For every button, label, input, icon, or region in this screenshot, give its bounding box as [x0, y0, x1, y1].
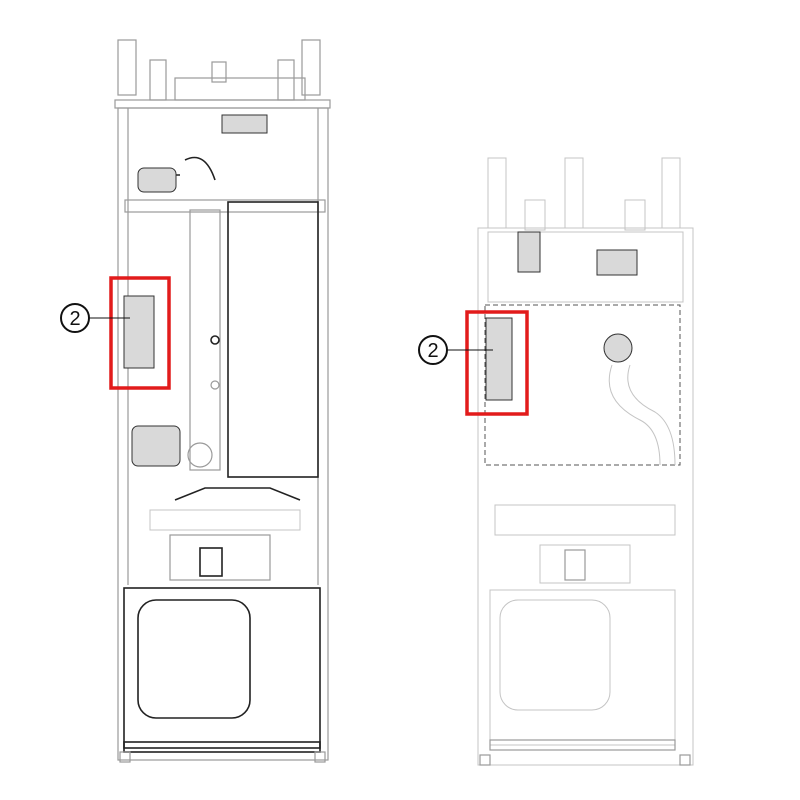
left-tank-panel	[227, 201, 319, 478]
left-frame	[117, 107, 329, 761]
left-top-fittings	[117, 39, 321, 101]
right-lower-section	[494, 504, 676, 584]
left-callout: 2	[60, 303, 90, 333]
right-component-2	[485, 317, 513, 401]
right-valve	[517, 231, 541, 273]
right-dashed-area	[484, 304, 681, 466]
right-highlight-box	[465, 310, 529, 416]
right-bottom-cover	[489, 589, 676, 746]
left-top-plate	[114, 99, 331, 109]
right-callout: 2	[418, 335, 448, 365]
left-pump	[131, 425, 181, 467]
right-callout-label: 2	[427, 340, 438, 362]
left-pipes	[137, 114, 268, 471]
right-actuator	[596, 249, 638, 276]
right-top-fittings	[487, 157, 681, 231]
left-unit	[114, 39, 331, 763]
left-highlight-box	[109, 276, 171, 390]
left-bottom-cover	[123, 587, 321, 749]
left-lower-section	[149, 509, 301, 581]
left-component-2	[123, 295, 155, 369]
left-callout-label: 2	[69, 308, 80, 330]
right-unit	[477, 157, 694, 766]
right-pump	[603, 333, 633, 363]
right-frame	[477, 227, 694, 766]
